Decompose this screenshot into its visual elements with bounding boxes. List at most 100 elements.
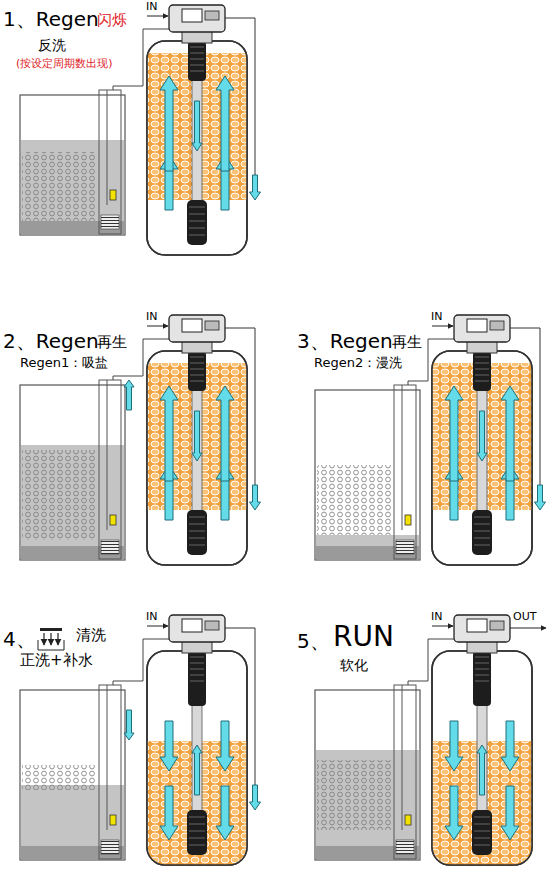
brine-well	[99, 90, 121, 234]
slot	[190, 47, 204, 48]
brine-tube	[402, 685, 403, 830]
flow-arrow	[445, 721, 463, 771]
float	[110, 190, 116, 200]
flow-arrow	[477, 745, 487, 795]
flow-arrow	[216, 721, 234, 771]
flow-arrow	[124, 710, 134, 740]
flow-arrow	[216, 386, 234, 481]
rinse-icon	[38, 628, 64, 650]
brine-tank	[20, 385, 125, 560]
valve-neck	[467, 641, 497, 653]
step-label: 软化	[340, 658, 368, 673]
buttons	[490, 621, 504, 630]
step-heading: RUN	[333, 622, 394, 653]
brine-water	[316, 535, 419, 559]
buttons	[490, 321, 504, 330]
brine-water	[21, 785, 124, 859]
valve-neck	[182, 341, 212, 353]
slot	[475, 657, 489, 658]
slot	[189, 545, 205, 546]
flow-arrow	[160, 76, 178, 171]
tank-body	[147, 41, 247, 255]
step-label: IN	[431, 611, 442, 623]
display	[182, 319, 202, 332]
flow-arrow	[250, 485, 261, 510]
slot	[190, 357, 204, 358]
brine-tube	[107, 380, 108, 530]
step-label: (按设定周期数出现)	[16, 58, 113, 70]
float	[405, 815, 411, 825]
slot	[474, 538, 490, 539]
step-label: 清洗	[76, 627, 106, 644]
float	[110, 815, 116, 825]
slot	[190, 381, 204, 382]
display	[182, 619, 202, 632]
bottom-distributor	[472, 810, 492, 855]
salt	[317, 760, 392, 830]
float	[110, 515, 116, 525]
slot	[475, 663, 489, 664]
flow-arrow	[445, 386, 463, 481]
flow-arrow	[477, 411, 487, 461]
flow-arrow	[501, 386, 519, 481]
salt	[22, 450, 97, 540]
slot	[474, 817, 490, 818]
valve-head	[169, 615, 225, 642]
icon-stroke	[50, 633, 51, 645]
bottom-distributor	[472, 510, 492, 555]
step-label: 再生	[392, 334, 422, 351]
softener-stage	[315, 315, 546, 565]
tank-outline	[432, 351, 532, 565]
flow-arrow	[192, 101, 202, 151]
slot	[475, 381, 489, 382]
flow-arrow	[501, 721, 519, 771]
slot	[190, 65, 204, 66]
slot	[189, 838, 205, 839]
flow-arrow	[250, 785, 261, 810]
brine-water	[21, 140, 124, 234]
buttons	[205, 621, 219, 630]
slot	[474, 824, 490, 825]
step-label: IN	[146, 311, 157, 323]
slot	[190, 71, 204, 72]
outlet-line	[510, 628, 546, 629]
flow-arrow	[216, 786, 234, 840]
tank-body	[432, 651, 532, 865]
step-heading: 5、	[297, 630, 330, 652]
step-label: IN	[146, 611, 157, 623]
valve-head	[169, 315, 225, 342]
slot	[189, 214, 205, 215]
softener-stage	[20, 315, 261, 565]
slot	[189, 228, 205, 229]
brine-tube	[107, 685, 108, 830]
slot	[475, 375, 489, 376]
brine-tube	[107, 90, 108, 205]
flow-arrow	[160, 786, 178, 840]
slot	[189, 845, 205, 846]
inlet-line	[147, 326, 168, 327]
brine-tank	[315, 390, 420, 560]
slot	[190, 663, 204, 664]
step-label: IN	[146, 1, 157, 13]
slot	[475, 669, 489, 670]
slot	[190, 363, 204, 364]
icon-stroke	[43, 633, 44, 645]
slot	[189, 207, 205, 208]
salt	[317, 465, 392, 535]
top-distributor	[188, 651, 206, 706]
brine-tank	[20, 690, 125, 860]
slot	[475, 681, 489, 682]
flow-arrow	[216, 76, 234, 171]
slot	[190, 369, 204, 370]
step-label: 再生	[97, 334, 127, 351]
air-check	[101, 840, 119, 854]
inlet-line	[432, 626, 453, 627]
slot	[474, 524, 490, 525]
slot	[189, 524, 205, 525]
flow-arrow	[192, 745, 202, 795]
softener-stage	[20, 615, 261, 865]
step-heading: 1、Regen	[3, 8, 99, 30]
slot	[189, 538, 205, 539]
